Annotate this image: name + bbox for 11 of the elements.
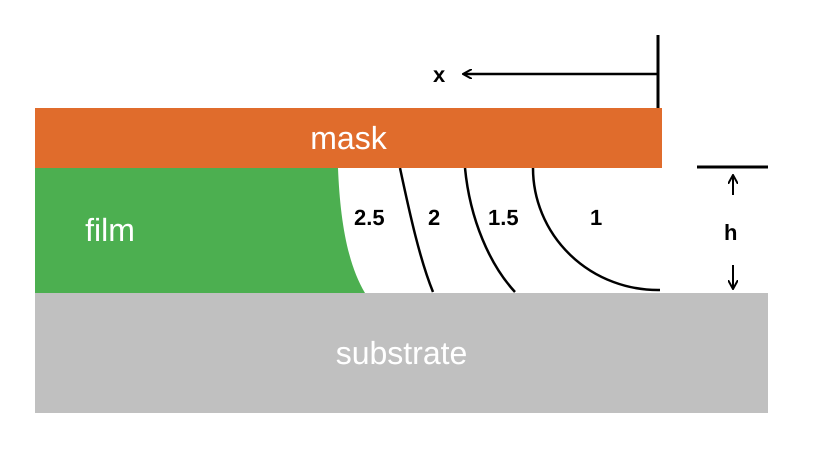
curve-label: 2 (428, 207, 440, 229)
layer-label: mask (310, 120, 387, 156)
dimension-label: h (724, 222, 738, 244)
substrate-layer (35, 293, 768, 413)
curve-label: 2.5 (354, 207, 385, 229)
layer-label: film (85, 212, 135, 249)
axis-label: x (433, 64, 446, 86)
mask-layer (35, 108, 662, 168)
curve-label: 1 (590, 207, 602, 229)
curve-label: 1.5 (488, 207, 519, 229)
layer-label: substrate (336, 334, 468, 372)
